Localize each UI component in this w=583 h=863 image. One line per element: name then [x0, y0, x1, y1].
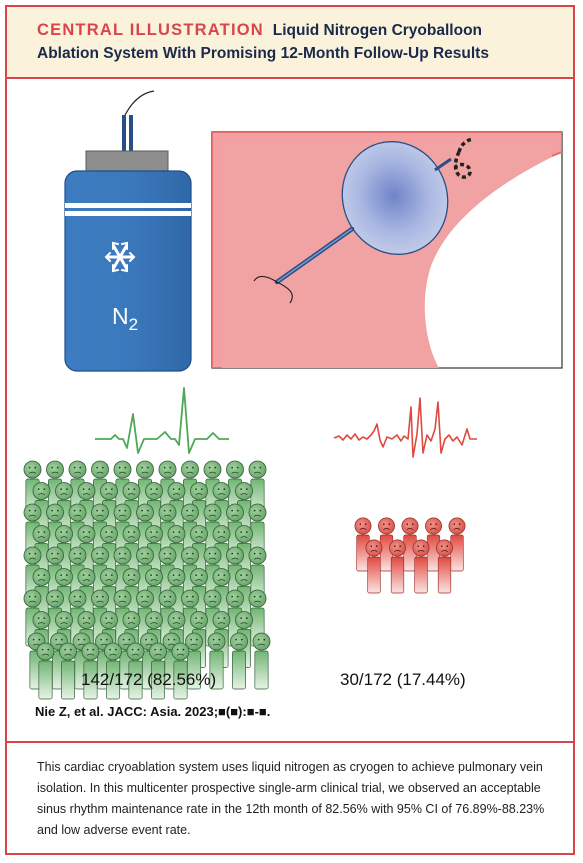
- summary-box: This cardiac cryoablation system uses li…: [7, 741, 573, 853]
- patient-figure-failure: [388, 539, 407, 594]
- patient-figure-success: [252, 632, 271, 690]
- title-line-1: CENTRAL ILLUSTRATION Liquid Nitrogen Cry…: [37, 21, 482, 40]
- cryoballoon: [341, 141, 449, 255]
- header-banner: CENTRAL ILLUSTRATION Liquid Nitrogen Cry…: [7, 7, 573, 79]
- success-stat: 142/172 (82.56%): [81, 670, 217, 689]
- patient-figure-success: [36, 642, 55, 700]
- catheter: [253, 157, 452, 304]
- title-kicker: CENTRAL ILLUSTRATION: [37, 21, 264, 39]
- sinus-rhythm-ecg: [95, 387, 229, 454]
- nitrogen-tank-icon: N2: [64, 90, 192, 372]
- summary-text: This cardiac cryoablation system uses li…: [37, 760, 545, 837]
- patient-figure-failure: [412, 539, 430, 594]
- failure-patient-grid: [354, 517, 466, 594]
- svg-text:N2: N2: [112, 303, 138, 334]
- title-part-2: Ablation System With Promising 12-Month …: [37, 45, 489, 62]
- pulmonary-vein-panel: [211, 131, 563, 369]
- tank-label: N: [112, 303, 129, 329]
- failure-stat: 30/172 (17.44%): [340, 670, 466, 689]
- patient-figure-success: [58, 642, 78, 700]
- snowflake-icon: [104, 241, 136, 273]
- illustration-frame: CENTRAL ILLUSTRATION Liquid Nitrogen Cry…: [5, 5, 575, 855]
- spiral-mapping-catheter-icon: [453, 137, 474, 179]
- success-patient-grid: [23, 460, 271, 700]
- diagram-canvas: N2: [23, 90, 563, 700]
- title-part-1: Liquid Nitrogen Cryoballoon: [272, 22, 483, 39]
- arrhythmia-ecg: [333, 397, 477, 458]
- patient-figure-failure: [435, 539, 454, 594]
- patient-figure-failure: [365, 539, 383, 594]
- citation: Nie Z, et al. JACC: Asia. 2023;■(■):■-■.: [35, 704, 271, 719]
- tank-label-subscript: 2: [129, 315, 138, 334]
- patient-figure-success: [229, 632, 249, 690]
